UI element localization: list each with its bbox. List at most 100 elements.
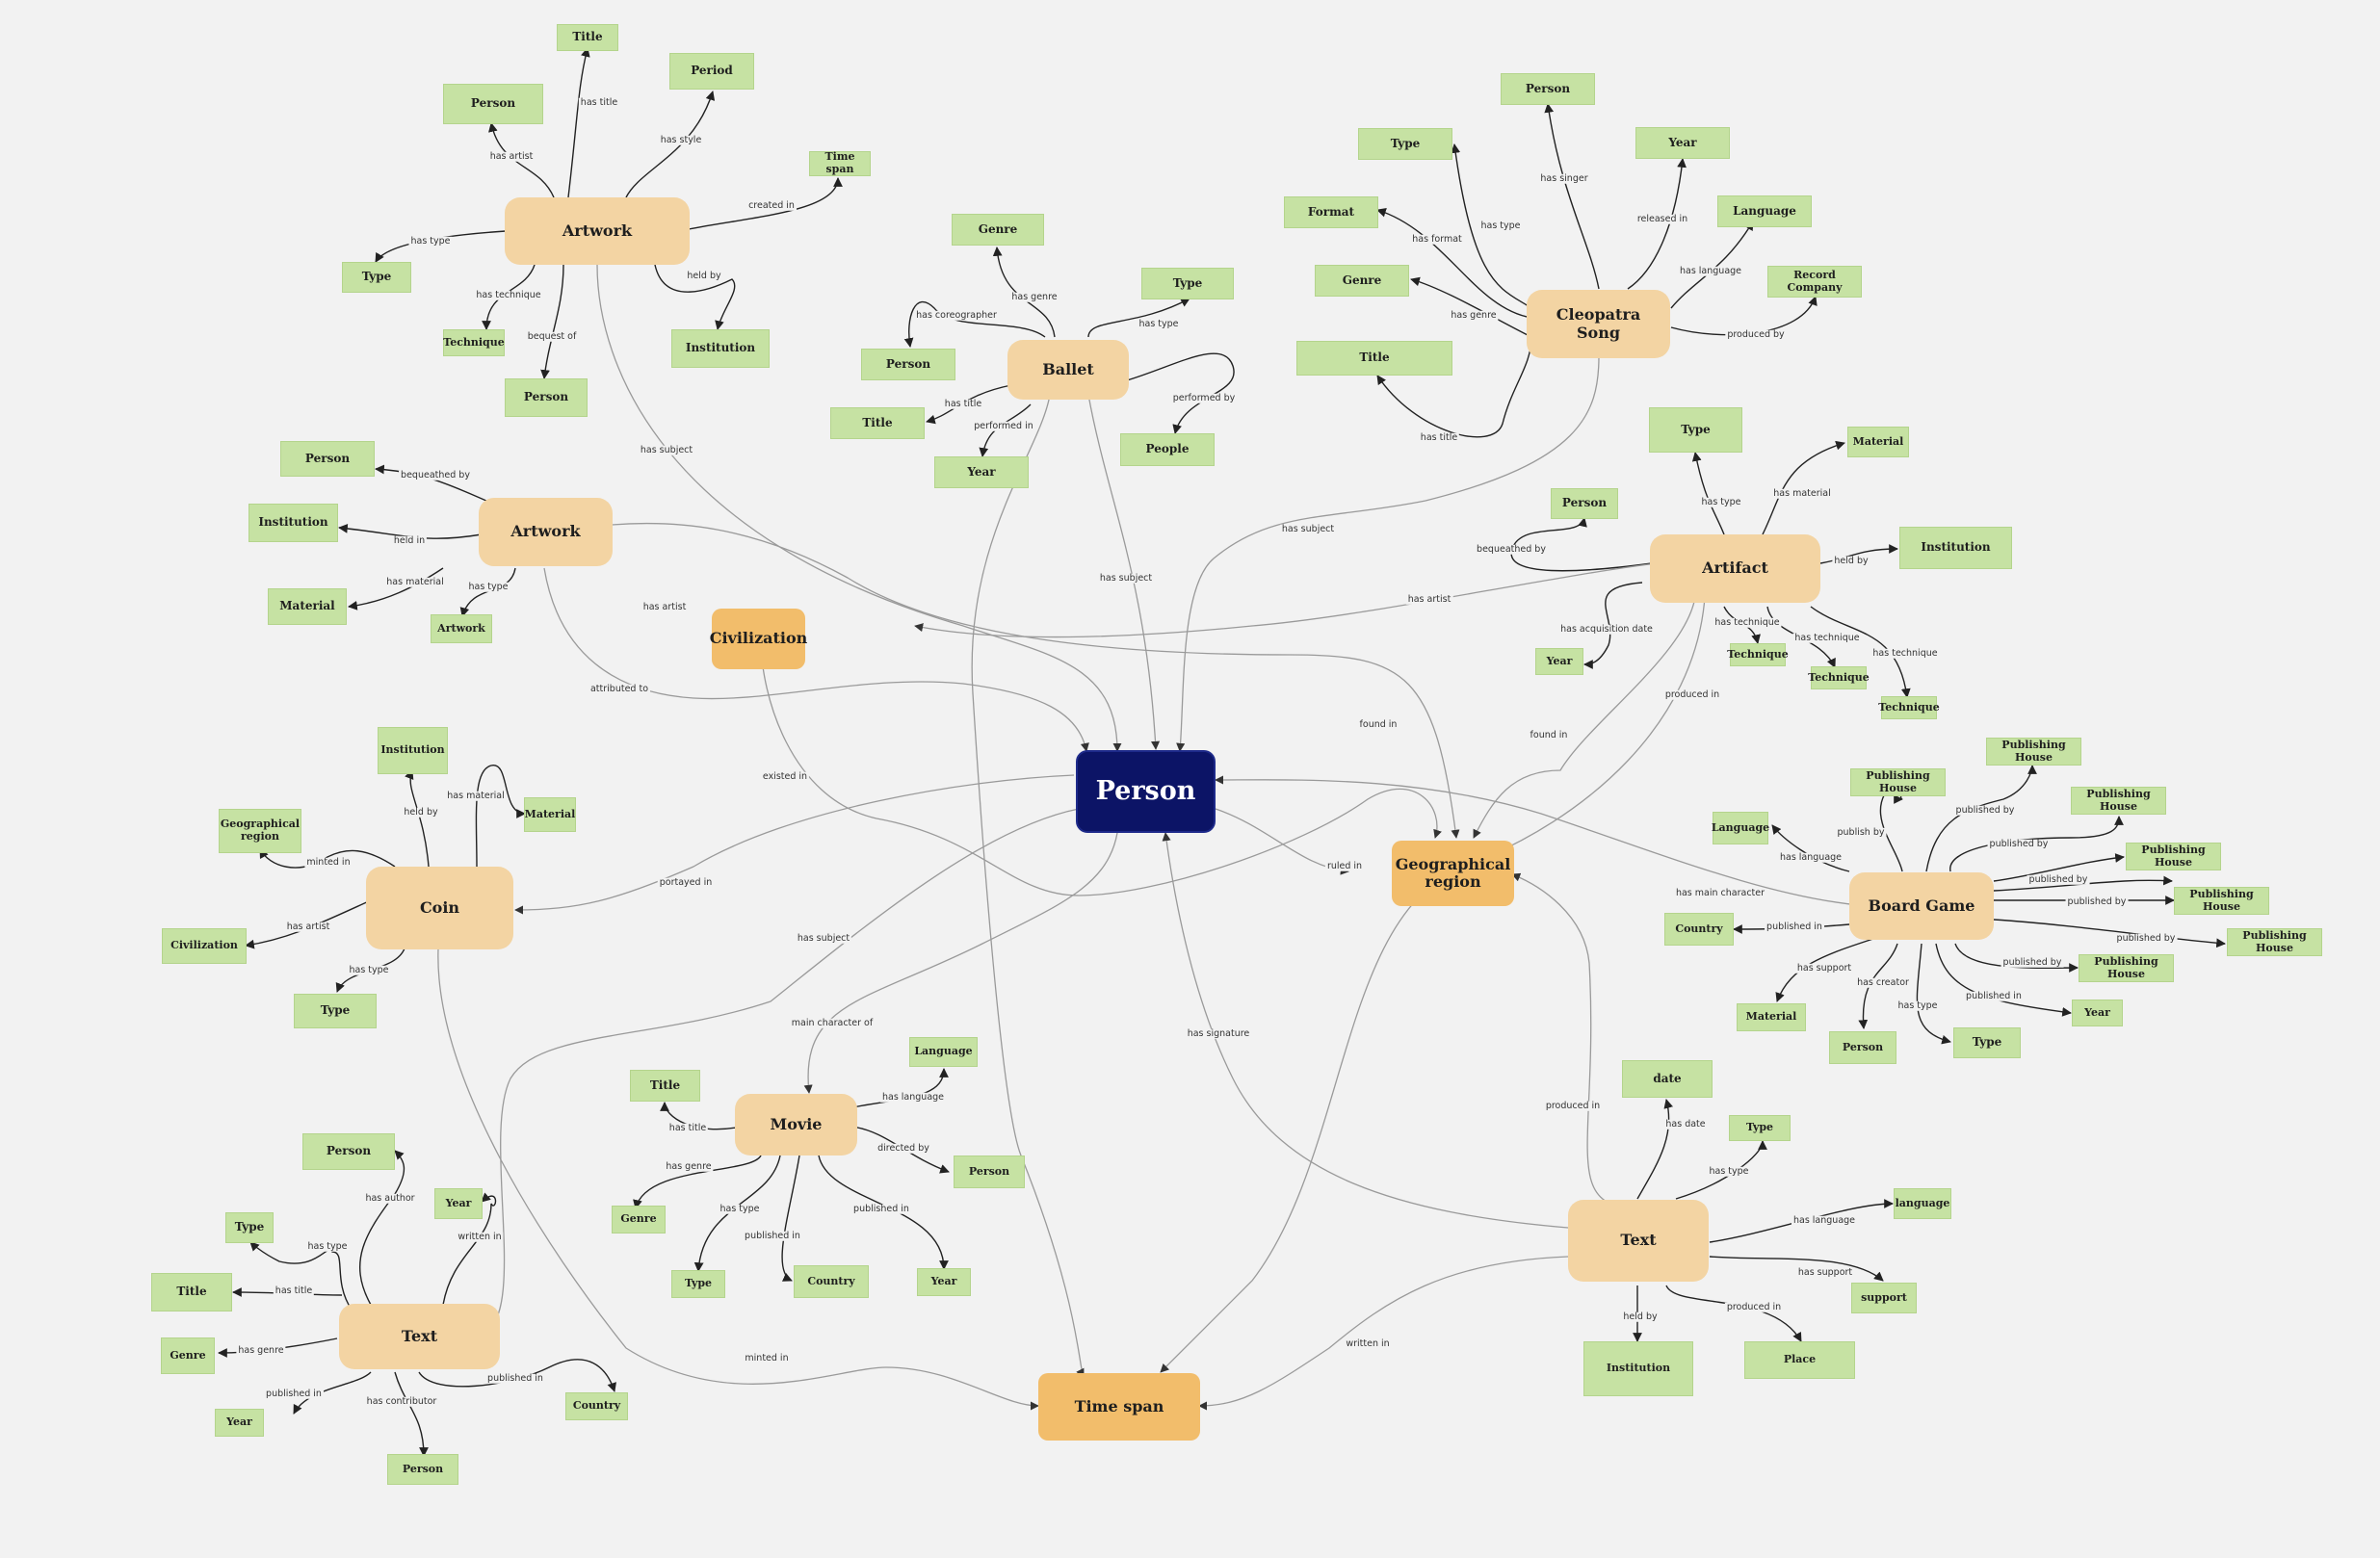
artifact-node[interactable]: Artifact (1650, 534, 1820, 603)
type-leaf[interactable]: Type (1141, 268, 1234, 299)
movie-node[interactable]: Movie (735, 1094, 857, 1156)
person-leaf[interactable]: Person (1829, 1031, 1896, 1064)
person-leaf[interactable]: Person (1501, 73, 1595, 105)
edge-label: has type (347, 964, 391, 976)
geographical-region-leaf[interactable]: Geographical region (219, 809, 301, 853)
ballet-node[interactable]: Ballet (1007, 340, 1129, 400)
title-leaf[interactable]: Title (830, 407, 925, 439)
material-leaf[interactable]: Material (268, 588, 347, 625)
publishing-house-leaf[interactable]: Publishing House (1850, 768, 1946, 796)
board-game-node[interactable]: Board Game (1849, 872, 1994, 940)
edge-label: existed in (760, 770, 810, 783)
edge-label: has material (384, 576, 446, 588)
time-span-leaf[interactable]: Time span (809, 151, 871, 176)
type-leaf[interactable]: Type (1649, 407, 1742, 453)
country-leaf[interactable]: Country (794, 1265, 869, 1298)
type-leaf[interactable]: Type (671, 1270, 725, 1298)
material-leaf[interactable]: Material (1737, 1003, 1806, 1031)
material-leaf[interactable]: Material (1847, 427, 1909, 457)
coin-node[interactable]: Coin (366, 867, 513, 949)
person-leaf[interactable]: Person (861, 349, 955, 380)
support-leaf[interactable]: support (1851, 1283, 1917, 1313)
year-leaf[interactable]: Year (917, 1268, 971, 1296)
publishing-house-leaf[interactable]: Publishing House (2071, 787, 2166, 815)
person-leaf[interactable]: Person (954, 1156, 1025, 1188)
publishing-house-leaf[interactable]: Publishing House (1986, 738, 2081, 766)
technique-leaf[interactable]: Technique (443, 329, 505, 356)
period-leaf[interactable]: Period (669, 53, 754, 90)
year-leaf[interactable]: Year (1535, 648, 1583, 675)
edge-label: has title (273, 1285, 315, 1297)
format-leaf[interactable]: Format (1284, 196, 1378, 228)
year-leaf[interactable]: Year (215, 1409, 264, 1437)
artwork-node[interactable]: Artwork (505, 197, 690, 265)
people-leaf[interactable]: People (1120, 433, 1215, 466)
year-leaf[interactable]: Year (434, 1188, 483, 1219)
person-leaf[interactable]: Person (505, 378, 588, 417)
person-leaf[interactable]: Person (280, 441, 375, 477)
publishing-house-leaf[interactable]: Publishing House (2126, 843, 2221, 870)
institution-leaf[interactable]: Institution (671, 329, 770, 368)
genre-leaf[interactable]: Genre (161, 1337, 215, 1374)
language-leaf[interactable]: Language (1712, 812, 1769, 844)
title-leaf[interactable]: Title (1296, 341, 1452, 376)
country-leaf[interactable]: Country (1664, 913, 1734, 946)
type-leaf[interactable]: Type (225, 1212, 274, 1243)
material-leaf[interactable]: Material (524, 797, 576, 832)
title-leaf[interactable]: Title (630, 1070, 700, 1102)
language-leaf[interactable]: language (1894, 1188, 1951, 1219)
genre-leaf[interactable]: Genre (612, 1206, 666, 1233)
type-leaf[interactable]: Type (1358, 128, 1452, 160)
type-leaf[interactable]: Type (294, 994, 377, 1028)
time-span-node[interactable]: Time span (1038, 1373, 1200, 1441)
institution-leaf[interactable]: Institution (378, 727, 448, 774)
genre-leaf[interactable]: Genre (1315, 265, 1409, 297)
place-leaf[interactable]: Place (1744, 1341, 1855, 1379)
edge-label: has subject (795, 932, 852, 945)
edge-label: has date (1663, 1118, 1708, 1130)
technique-leaf[interactable]: Technique (1808, 666, 1870, 689)
technique-leaf[interactable]: Technique (1727, 643, 1789, 666)
civilization-leaf[interactable]: Civilization (162, 928, 247, 964)
geographical-region-node[interactable]: Geographical region (1392, 841, 1514, 906)
type-leaf[interactable]: Type (1953, 1027, 2021, 1058)
publishing-house-leaf[interactable]: Publishing House (2079, 954, 2174, 982)
person-leaf[interactable]: Person (387, 1454, 458, 1485)
publishing-house-leaf[interactable]: Publishing House (2227, 928, 2322, 956)
text-node[interactable]: Text (1568, 1200, 1709, 1282)
record-company-leaf[interactable]: Record Company (1767, 266, 1862, 298)
person-leaf[interactable]: Person (443, 84, 543, 124)
edge-label: held in (391, 534, 428, 547)
year-leaf[interactable]: Year (2072, 1000, 2123, 1026)
country-leaf[interactable]: Country (565, 1392, 628, 1420)
publishing-house-leaf[interactable]: Publishing House (2174, 887, 2269, 915)
artwork-leaf[interactable]: Artwork (431, 614, 492, 643)
cleopatra-song-node[interactable]: Cleopatra Song (1527, 290, 1670, 358)
text-node[interactable]: Text (339, 1304, 500, 1369)
technique-leaf[interactable]: Technique (1878, 696, 1940, 719)
title-leaf[interactable]: Title (557, 24, 618, 51)
year-leaf[interactable]: Year (934, 456, 1029, 488)
type-leaf[interactable]: Type (1729, 1115, 1791, 1141)
date-leaf[interactable]: date (1622, 1060, 1713, 1098)
edge-label: created in (746, 199, 797, 212)
language-leaf[interactable]: Language (1717, 195, 1812, 227)
edge-label: has genre (236, 1344, 286, 1357)
artwork-node[interactable]: Artwork (479, 498, 613, 566)
title-leaf[interactable]: Title (151, 1273, 232, 1311)
person-hub-node[interactable]: Person (1076, 750, 1216, 833)
civilization-node[interactable]: Civilization (710, 609, 807, 669)
institution-leaf[interactable]: Institution (1899, 527, 2012, 569)
genre-leaf[interactable]: Genre (952, 214, 1044, 246)
institution-leaf[interactable]: Institution (1583, 1341, 1693, 1396)
year-leaf[interactable]: Year (1635, 127, 1730, 159)
edge-label: has language (1777, 851, 1844, 864)
edge-label: minted in (743, 1352, 791, 1364)
person-leaf[interactable]: Person (302, 1133, 395, 1170)
edge-label: has artist (641, 601, 689, 613)
institution-leaf[interactable]: Institution (248, 504, 338, 542)
type-leaf[interactable]: Type (342, 262, 411, 293)
edge-label: has type (305, 1240, 350, 1253)
language-leaf[interactable]: Language (909, 1037, 978, 1067)
person-leaf[interactable]: Person (1551, 488, 1618, 519)
